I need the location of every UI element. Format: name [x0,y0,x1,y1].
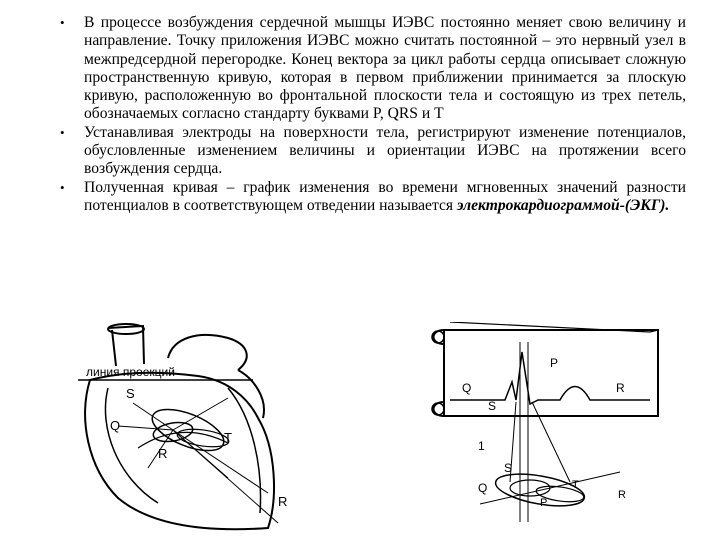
loop-label-q: Q [478,481,487,495]
bullet-item-2: • Устанавливая электроды на поверхности … [60,124,686,179]
loop-label-s: S [504,461,512,475]
bullet-item-3: • Полученная кривая – график изменения в… [60,179,686,216]
ecg-label-q: Q [462,381,471,395]
label-s: S [126,386,135,401]
label-r1: R [158,446,167,461]
heart-vector-figure: линия проекций S Q T R R [78,323,287,531]
bullet-text-1: В процессе возбуждения сердечной мышцы И… [84,14,686,123]
ecg-label-p: P [550,356,558,370]
ecg-label-r: R [616,381,625,395]
bullet-item-1: • В процессе возбуждения сердечной мышцы… [60,14,686,124]
loop-label-r: R [618,489,626,501]
bullet-dot-icon: • [60,179,65,195]
bullet-dot-icon: • [60,15,65,30]
loop-label-t: T [572,479,579,491]
ecg-label-one: 1 [478,439,485,453]
loop-label-p: P [540,497,547,509]
bullet-text-3: Полученная кривая – график изменения во … [84,178,686,214]
bullet-list: • В процессе возбуждения сердечной мышцы… [60,14,686,215]
ecg-label-s: S [488,399,496,413]
label-r2: R [278,494,287,509]
label-t: T [224,430,232,445]
ecg-term: электрокардиограммой-(ЭКГ). [456,196,670,214]
bullet-text-2: Устанавливая электроды на поверхности те… [84,123,686,178]
bullet-dot-icon: • [60,124,65,140]
ecg-recording-figure: P Q R S 1 S Q P T R [431,322,659,522]
projection-line-label: линия проекций [86,365,175,379]
label-q: Q [110,418,120,433]
